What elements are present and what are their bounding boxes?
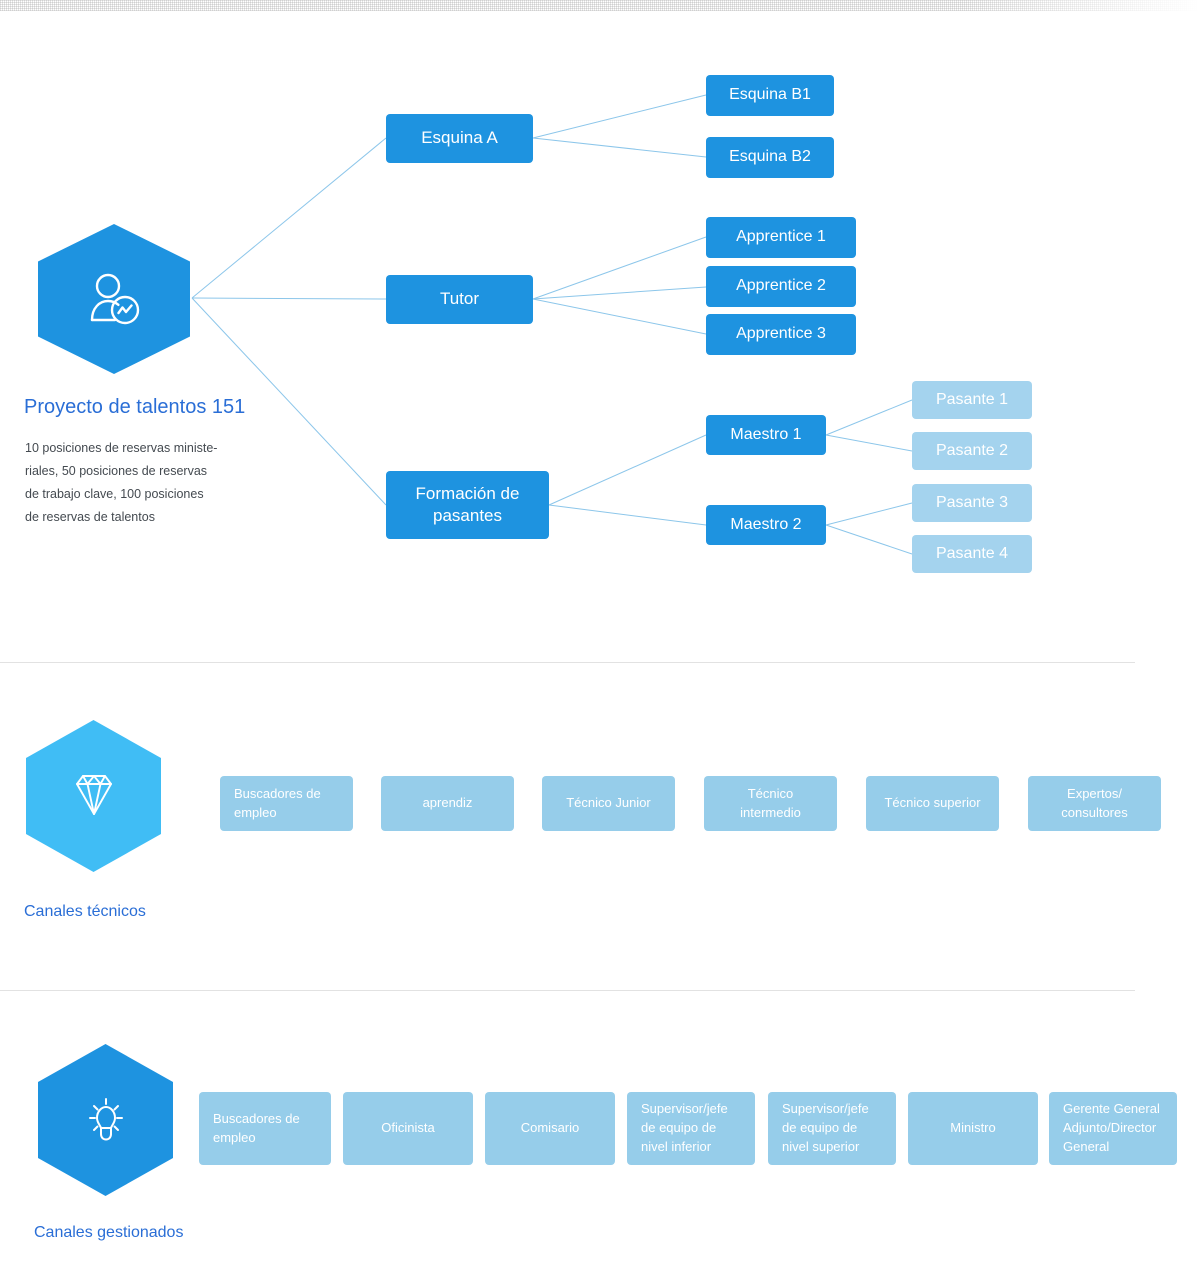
node-apprentice-3[interactable]: Apprentice 3 (706, 314, 856, 355)
technical-channels-caption: Canales técnicos (24, 903, 146, 920)
chip-technical-2[interactable]: Técnico Junior (542, 776, 675, 831)
chip-managed-6[interactable]: Gerente General Adjunto/Director General (1049, 1092, 1177, 1165)
chip-managed-0[interactable]: Buscadores de empleo (199, 1092, 331, 1165)
node-esquina-a[interactable]: Esquina A (386, 114, 533, 163)
program-title: Proyecto de talentos 151 (24, 396, 246, 418)
node-formacion-de-pasantes[interactable]: Formación de pasantes (386, 471, 549, 539)
hexagon-shape (38, 1044, 173, 1196)
chip-managed-5[interactable]: Ministro (908, 1092, 1038, 1165)
node-pasante-2[interactable]: Pasante 2 (912, 432, 1032, 470)
description-line: 10 posiciones de reservas ministe- (25, 441, 218, 455)
chip-technical-0[interactable]: Buscadores de empleo (220, 776, 353, 831)
node-pasante-3[interactable]: Pasante 3 (912, 484, 1032, 522)
chip-managed-2[interactable]: Comisario (485, 1092, 615, 1165)
node-maestro-2[interactable]: Maestro 2 (706, 505, 826, 545)
node-pasante-4[interactable]: Pasante 4 (912, 535, 1032, 573)
chip-managed-4[interactable]: Supervisor/jefe de equipo de nivel super… (768, 1092, 896, 1165)
node-apprentice-2[interactable]: Apprentice 2 (706, 266, 856, 307)
node-maestro-1[interactable]: Maestro 1 (706, 415, 826, 455)
description-line: de trabajo clave, 100 posiciones (25, 487, 204, 502)
node-pasante-1[interactable]: Pasante 1 (912, 381, 1032, 419)
node-tutor[interactable]: Tutor (386, 275, 533, 324)
diamond-icon (75, 775, 112, 815)
chip-technical-1[interactable]: aprendiz (381, 776, 514, 831)
managed-channels-badge (38, 1044, 173, 1202)
chip-managed-3[interactable]: Supervisor/jefe de equipo de nivel infer… (627, 1092, 755, 1165)
lightbulb-icon (88, 1098, 123, 1141)
node-esquina-b1[interactable]: Esquina B1 (706, 75, 834, 116)
top-strip-fade (0, 0, 1200, 11)
description-line: riales, 50 posiciones de reservas (25, 464, 208, 479)
divider-1 (0, 662, 1135, 663)
node-esquina-b2[interactable]: Esquina B2 (706, 137, 834, 178)
chip-technical-3[interactable]: Técnico intermedio (704, 776, 837, 831)
talent-program-badge (38, 224, 190, 380)
person-analytics-icon (90, 273, 140, 325)
program-description: 10 posiciones de reservas ministe- riale… (25, 437, 275, 530)
chip-managed-1[interactable]: Oficinista (343, 1092, 473, 1165)
divider-2 (0, 990, 1135, 991)
hexagon-shape (38, 224, 190, 374)
description-line: de reservas de talentos (25, 510, 155, 525)
technical-channels-badge (26, 720, 161, 878)
hexagon-shape (26, 720, 161, 872)
chip-technical-5[interactable]: Expertos/ consultores (1028, 776, 1161, 831)
managed-channels-caption: Canales gestionados (34, 1224, 184, 1241)
chip-technical-4[interactable]: Técnico superior (866, 776, 999, 831)
node-apprentice-1[interactable]: Apprentice 1 (706, 217, 856, 258)
